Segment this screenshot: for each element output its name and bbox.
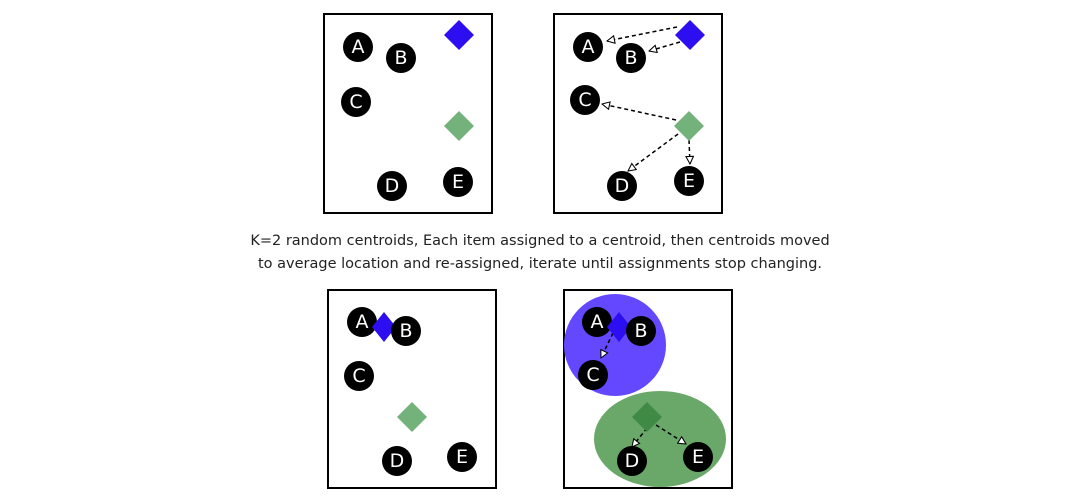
- svg-text:C: C: [586, 364, 599, 386]
- item-a: A: [573, 32, 603, 62]
- item-d: D: [617, 446, 647, 476]
- svg-text:B: B: [399, 320, 412, 342]
- panel-assignment: A B C D E: [553, 13, 723, 214]
- centroid-blue: [372, 312, 396, 342]
- centroid-blue: [444, 20, 474, 50]
- svg-text:D: D: [390, 450, 405, 472]
- item-c: C: [570, 85, 600, 115]
- svg-text:E: E: [692, 446, 704, 468]
- item-d: D: [607, 171, 637, 201]
- centroid-blue: [607, 312, 631, 342]
- svg-text:E: E: [452, 171, 464, 193]
- item-c: C: [344, 361, 374, 391]
- panel-initial: A B C D E: [323, 13, 493, 214]
- assignment-arrow: [649, 41, 681, 51]
- item-d: D: [382, 446, 412, 476]
- svg-text:D: D: [615, 175, 630, 197]
- item-e: E: [447, 442, 477, 472]
- item-a: A: [347, 307, 377, 337]
- item-b: B: [616, 43, 646, 73]
- assignment-arrow: [628, 133, 679, 171]
- assignment-arrow: [607, 26, 678, 41]
- caption-line-1: K=2 random centroids, Each item assigned…: [250, 233, 829, 249]
- item-c: C: [341, 87, 371, 117]
- item-a: A: [343, 32, 373, 62]
- assignment-arrow: [602, 104, 677, 121]
- item-b: B: [626, 316, 656, 346]
- svg-text:A: A: [591, 311, 604, 333]
- caption-line-2: to average location and re-assigned, ite…: [258, 256, 822, 272]
- centroid-green: [397, 402, 427, 432]
- assignment-arrow: [655, 424, 686, 445]
- item-b: B: [391, 316, 421, 346]
- svg-text:D: D: [385, 175, 400, 197]
- centroid-green: [674, 111, 704, 141]
- svg-text:B: B: [634, 320, 647, 342]
- svg-text:C: C: [352, 365, 365, 387]
- svg-text:B: B: [624, 47, 637, 69]
- centroid-blue: [675, 20, 705, 50]
- panel-final-clusters: A B C D E: [563, 289, 733, 489]
- cluster-green: [594, 391, 726, 487]
- centroid-green: [632, 402, 662, 432]
- svg-text:A: A: [356, 311, 369, 333]
- item-a: A: [582, 307, 612, 337]
- svg-text:E: E: [456, 446, 468, 468]
- assignment-arrow: [600, 332, 614, 358]
- svg-text:C: C: [578, 89, 591, 111]
- centroid-green: [444, 111, 474, 141]
- item-e: E: [674, 166, 704, 196]
- svg-text:B: B: [394, 47, 407, 69]
- item-e: E: [683, 442, 713, 472]
- item-d: D: [377, 171, 407, 201]
- item-b: B: [386, 43, 416, 73]
- svg-text:A: A: [582, 36, 595, 58]
- panel-moved-centroids: A B C D E: [327, 289, 497, 489]
- svg-text:C: C: [349, 91, 362, 113]
- svg-text:E: E: [683, 170, 695, 192]
- item-e: E: [443, 167, 473, 197]
- svg-text:D: D: [625, 450, 640, 472]
- svg-text:A: A: [352, 36, 365, 58]
- item-c: C: [578, 360, 608, 390]
